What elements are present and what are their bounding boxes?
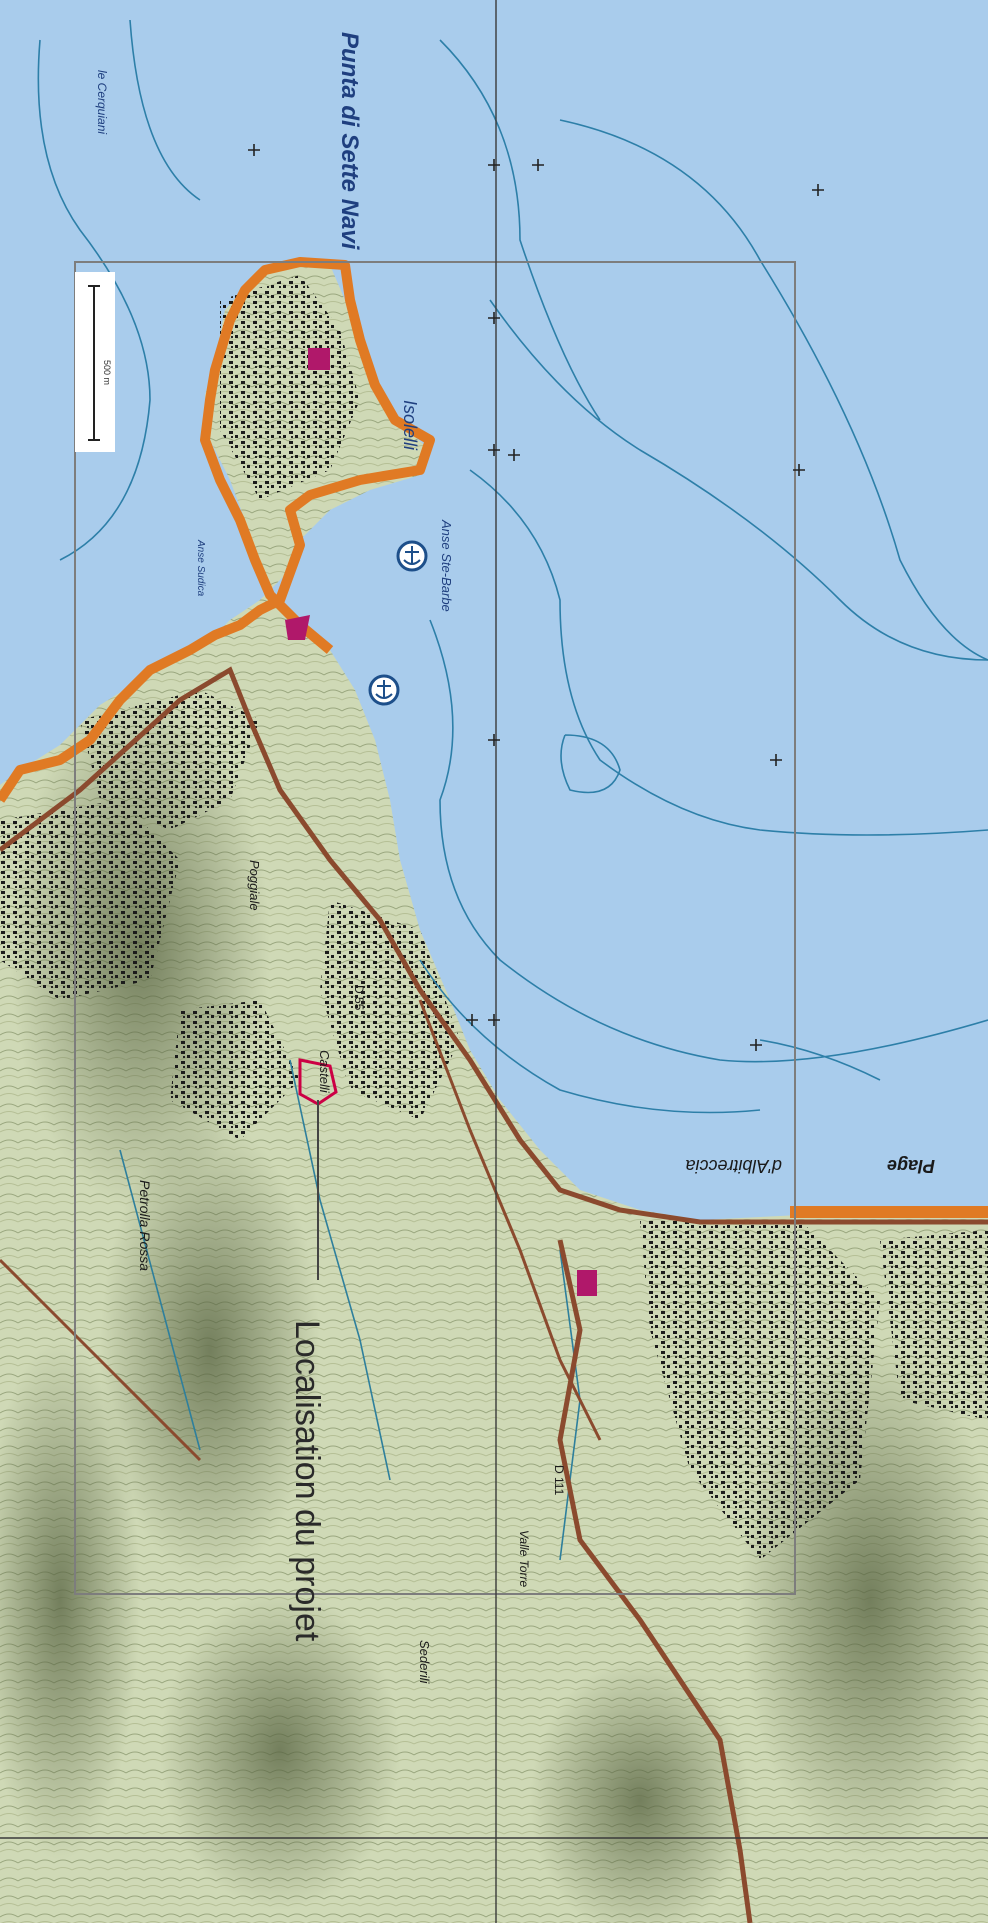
- scale-bar: 500 m: [75, 272, 115, 452]
- coastline-boundary: [0, 257, 435, 803]
- label-sarrola: Sederili: [417, 1640, 432, 1684]
- label-anse: Anse Ste-Barbe: [439, 519, 454, 612]
- cross-marker-icon: [248, 144, 824, 1051]
- roads: [0, 666, 988, 1923]
- anchor-icon: [396, 540, 428, 572]
- label-plage: Plage: [887, 1156, 935, 1176]
- built-up-areas: [0, 275, 988, 1560]
- label-valle: Valle Torre: [517, 1530, 531, 1587]
- project-location-marker: [298, 1058, 338, 1280]
- map-frame: [74, 261, 796, 1595]
- label-rossa: Petrolla Rossa: [137, 1180, 153, 1271]
- label-d55: D 55: [352, 985, 366, 1011]
- label-localisation: Localisation du projet: [288, 1320, 326, 1642]
- building-marker: [577, 1270, 597, 1296]
- label-punta: Punta di Sette Navi: [336, 32, 363, 251]
- label-poggiale: Poggiale: [247, 860, 262, 911]
- label-anse-sudoku: Anse Sudica: [195, 539, 206, 597]
- label-albiccia: d'Albitreccia: [686, 1156, 782, 1176]
- label-isolelli: Isolelli: [400, 400, 420, 451]
- anchor-icon: [368, 674, 400, 706]
- building-marker: [308, 348, 330, 370]
- label-castelli: Castelli: [317, 1050, 332, 1094]
- label-d111: D 111: [552, 1465, 566, 1496]
- label-cerquiani: le Cerquiani: [95, 70, 109, 134]
- depth-contours: [37, 19, 988, 1114]
- building-marker: [285, 615, 310, 640]
- scale-label: 500 m: [102, 360, 112, 385]
